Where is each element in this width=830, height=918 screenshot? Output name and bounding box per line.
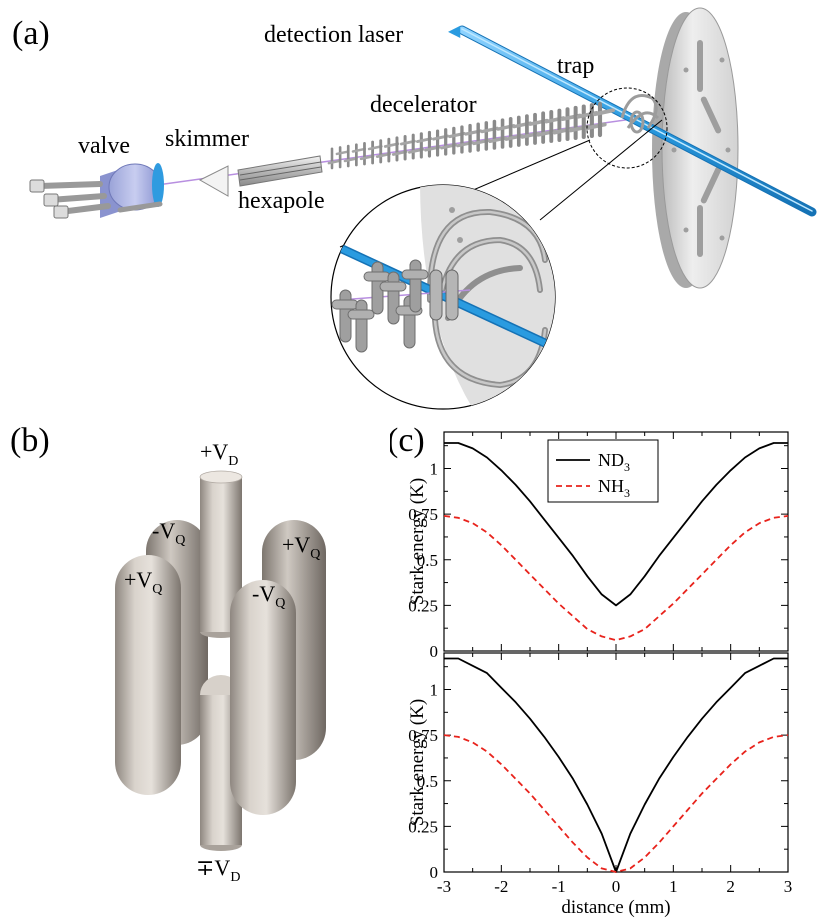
y-tick-label: 0 (430, 642, 439, 661)
y-axis-label: Stark energy (K) (407, 699, 428, 826)
label-skimmer: skimmer (165, 126, 249, 152)
inset-electrode (387, 271, 400, 325)
rod-front-left (115, 555, 181, 795)
decelerator-electrode-arm (335, 150, 350, 156)
y-tick-label: 1 (430, 681, 439, 700)
panel-a-label: (a) (12, 15, 50, 52)
inset-electrode (355, 299, 368, 353)
inset-electrode (409, 259, 422, 313)
valve (29, 163, 164, 219)
label-bottom-rod: ∓VD (196, 855, 240, 885)
label-hexapole: hexapole (238, 188, 325, 214)
y-tick-label: 0 (430, 863, 439, 882)
skimmer (198, 165, 229, 197)
zoom-inset (330, 184, 556, 410)
x-tick-label: 1 (669, 877, 678, 896)
x-tick-label: 2 (726, 877, 735, 896)
label-front-right-rod: -VQ (252, 581, 285, 611)
x-tick-label: -1 (552, 877, 566, 896)
panel-b-label: (b) (10, 422, 50, 459)
stark-plot-bottom: 0 0.25 0.5 0.75 1 -3 -2 -1 0 1 2 3 distance (mm) Star… (407, 652, 793, 918)
inset-electrode-arm (401, 269, 429, 280)
label-top-rod: +VD (200, 439, 238, 469)
detection-laser-beam (457, 25, 817, 217)
y-axis-label: Stark energy (K) (407, 478, 428, 605)
x-axis-label: distance (mm) (561, 897, 670, 918)
inset-electrode-arm (347, 309, 375, 320)
label-valve: valve (78, 133, 130, 159)
x-tick-label: -3 (437, 877, 451, 896)
series-line-nd3 (444, 442, 788, 607)
zoom-connector-right (539, 119, 663, 221)
y-tick-label: 0.75 (408, 726, 438, 745)
detection-laser-arrow-icon: ◀ (448, 23, 461, 40)
label-back-right-rod: +VQ (282, 532, 320, 562)
series-line-nh3 (443, 515, 789, 641)
y-tick-label: 0.75 (408, 505, 438, 524)
label-back-left-rod: -VQ (152, 518, 185, 548)
series-line-nh3 (443, 734, 789, 873)
label-front-left-rod: +VQ (124, 567, 162, 597)
label-trap: trap (557, 53, 594, 79)
decelerator-electrode-arm (343, 157, 358, 163)
hexapole (237, 155, 323, 187)
decelerator-electrode-arm (327, 159, 342, 165)
decelerator-electrode-arm (359, 154, 375, 161)
label-detection-laser: detection laser (264, 22, 403, 48)
plot-frame (443, 652, 789, 873)
x-tick-label: 0 (612, 877, 621, 896)
decelerator-electrodes (327, 101, 615, 170)
legend-box (547, 439, 659, 503)
zoom-region-marker (586, 87, 668, 169)
y-tick-label: 0.25 (408, 817, 438, 836)
panel-b-electrodes: (b) +VD -VQ +VQ +VQ -VQ ∓VD (10, 422, 326, 885)
y-tick-label: 0.5 (417, 772, 438, 791)
y-tick-label: 0.25 (408, 596, 438, 615)
rod-front-right (230, 580, 296, 815)
inset-electrode-arm (331, 299, 359, 310)
label-decelerator: decelerator (370, 92, 477, 118)
series-line-nd3 (444, 657, 788, 873)
y-tick-label: 1 (430, 460, 439, 479)
inset-electrode-arm (379, 281, 407, 292)
inset-electrode-arm (363, 271, 391, 282)
decelerator-electrode-arm (351, 147, 367, 153)
panel-a-apparatus: (a) ◀ (12, 7, 817, 410)
y-tick-label: 0.5 (417, 551, 438, 570)
x-tick-label: 3 (784, 877, 793, 896)
trap-electrodes (620, 94, 660, 134)
legend-entry: NH3 (598, 476, 630, 500)
x-tick-label: -2 (494, 877, 508, 896)
legend-entry: ND3 (598, 450, 630, 474)
panel-c-label: (c) (390, 422, 425, 459)
decelerator-electrode-arm (592, 108, 615, 117)
